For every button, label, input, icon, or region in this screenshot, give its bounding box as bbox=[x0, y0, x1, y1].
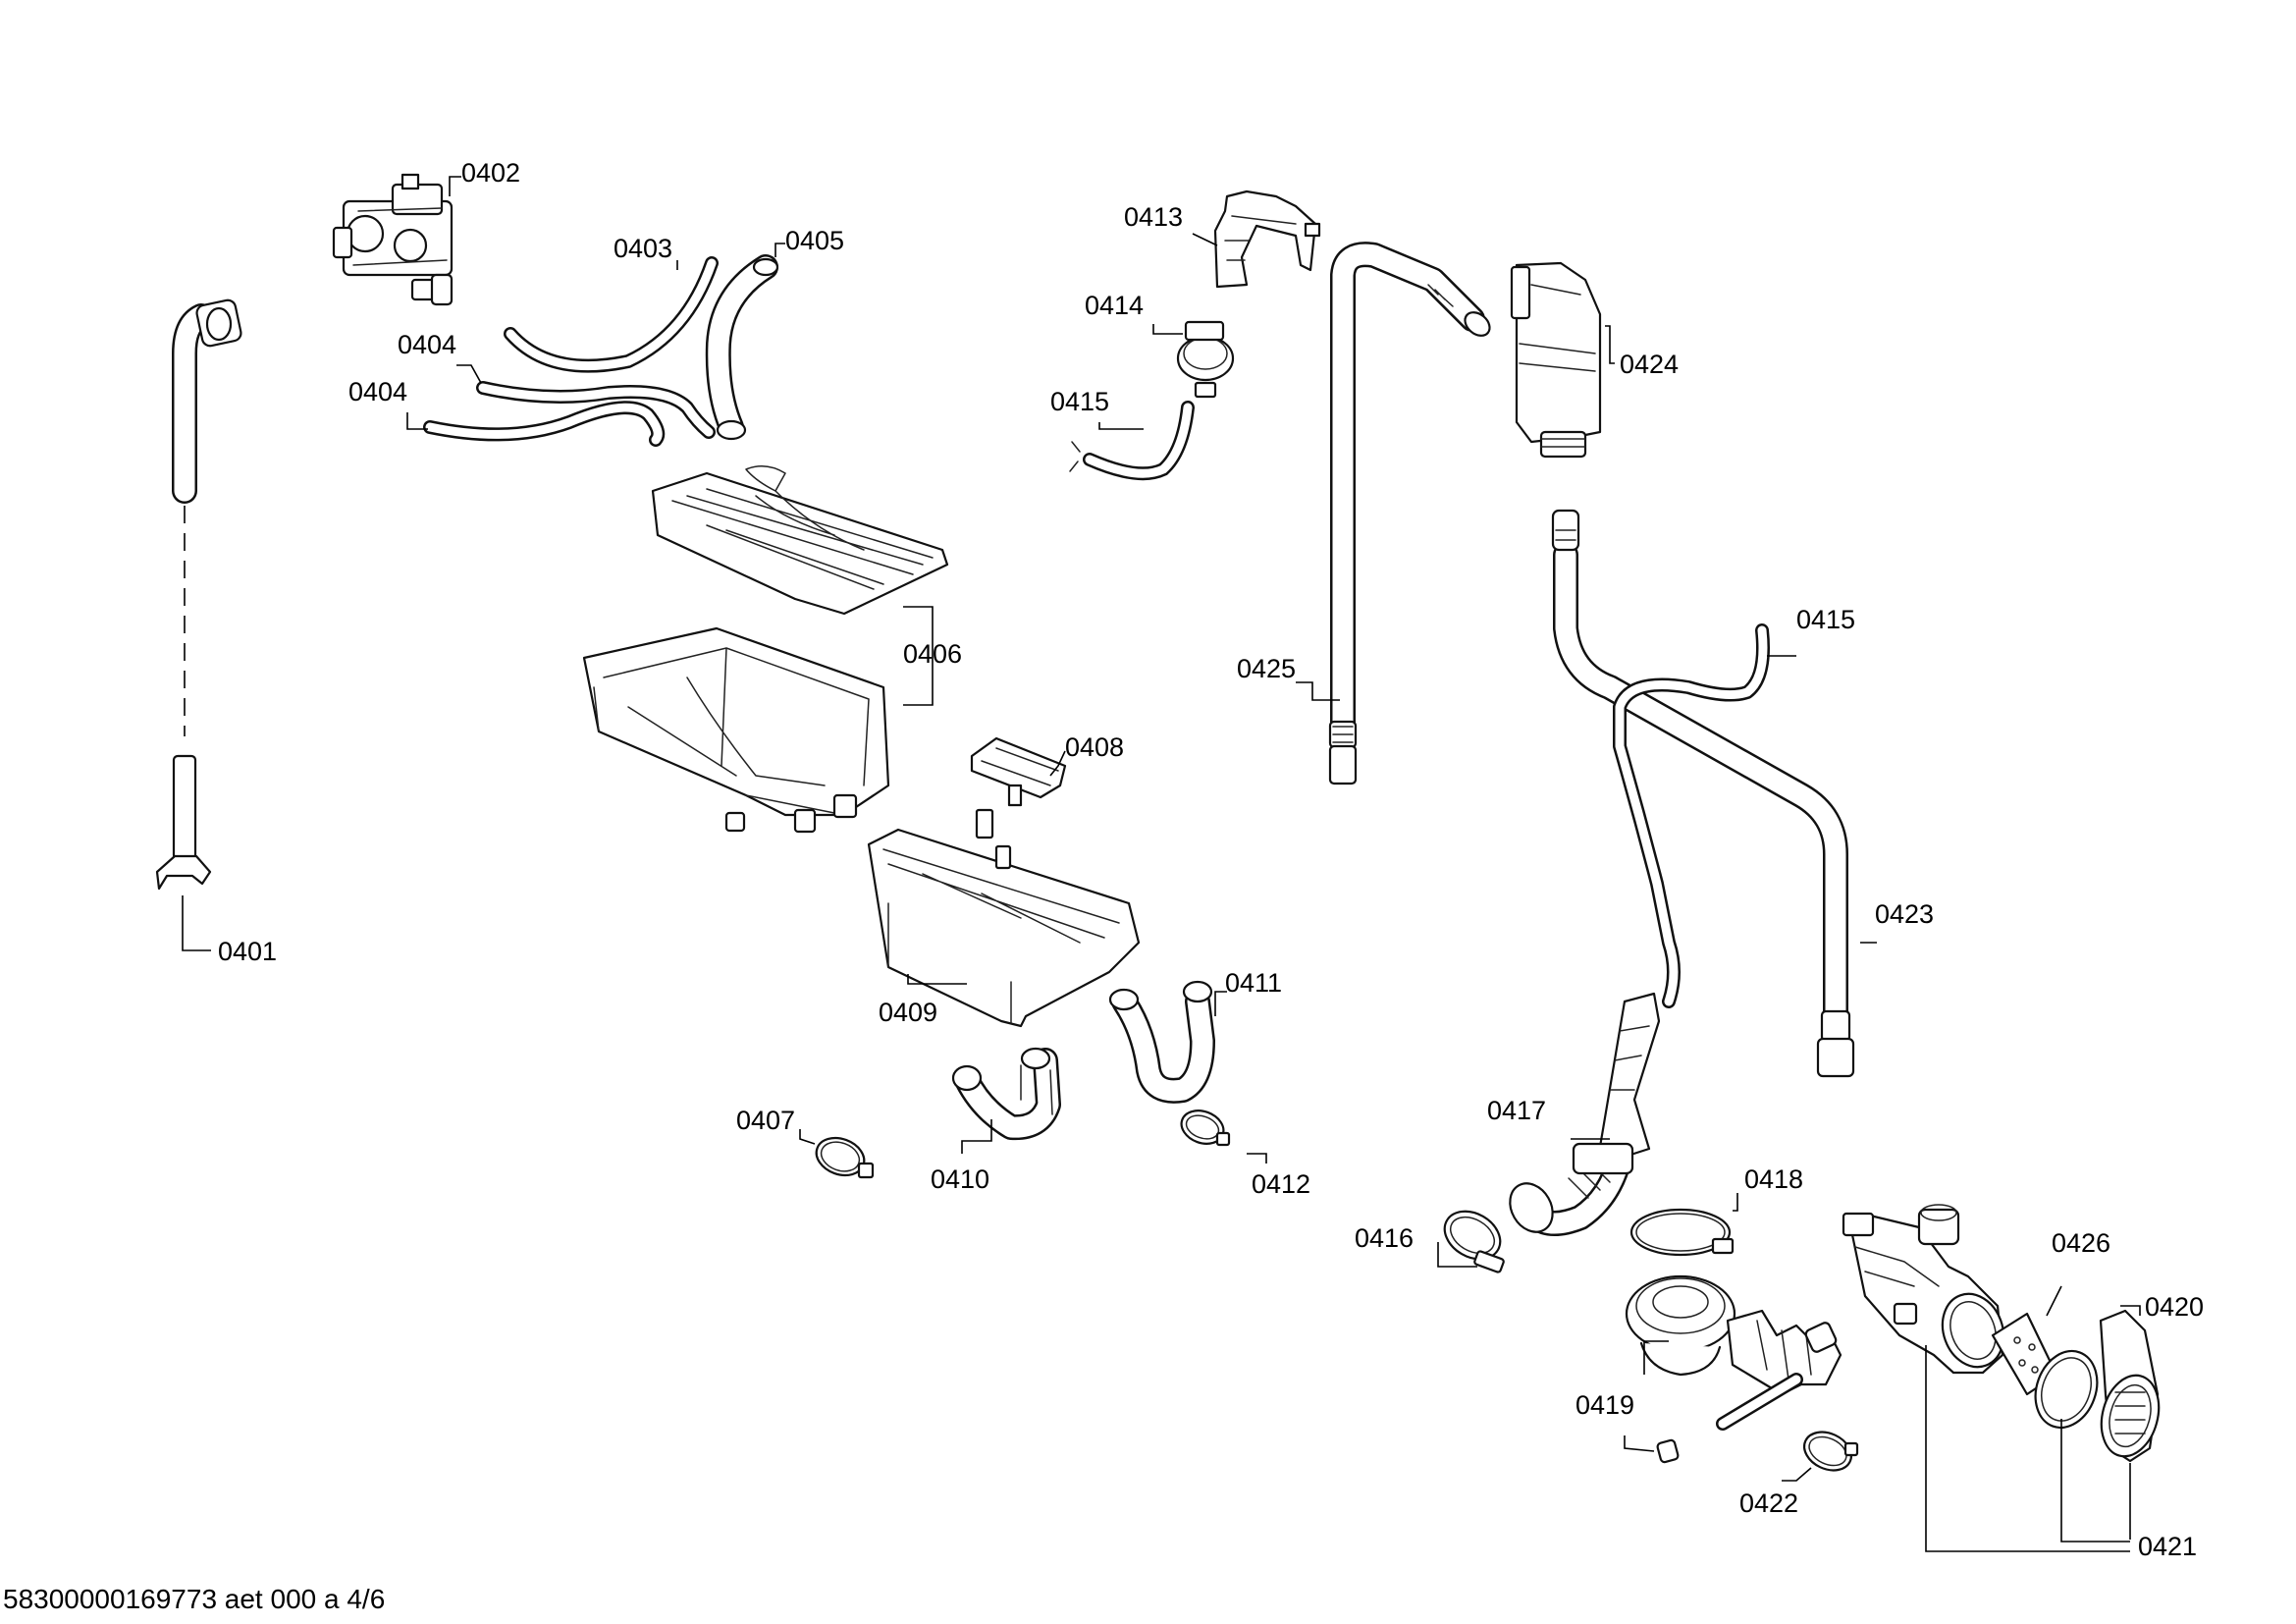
part-0410-hose-elbow bbox=[951, 1047, 1061, 1141]
part-0419-sump-bellows bbox=[1625, 1274, 1842, 1464]
callout-0417: 0417 bbox=[1487, 1096, 1610, 1140]
callout-0410: 0410 bbox=[931, 1119, 992, 1194]
callout-0406: 0406 bbox=[903, 606, 962, 706]
part-0412-hose-clamp bbox=[1180, 1110, 1231, 1147]
callout-0421: 0421 bbox=[1925, 1345, 2197, 1561]
callout-0418: 0418 bbox=[1733, 1164, 1803, 1212]
part-0422-hose-clamp bbox=[1802, 1431, 1859, 1472]
label-0425: 0425 bbox=[1237, 654, 1296, 683]
label-0409: 0409 bbox=[879, 998, 937, 1027]
part-0411-drain-elbow bbox=[1108, 980, 1215, 1104]
part-0401-inlet-pipe bbox=[155, 298, 242, 891]
callout-0424: 0424 bbox=[1605, 325, 1679, 379]
part-0402-inlet-valve bbox=[332, 173, 454, 306]
part-0405-corrugated-hose bbox=[705, 254, 779, 441]
label-0414: 0414 bbox=[1085, 291, 1144, 320]
part-0425-vent-pipe bbox=[1328, 242, 1491, 785]
part-0423-drain-hose bbox=[1551, 509, 1855, 1078]
label-0418: 0418 bbox=[1744, 1164, 1803, 1194]
callout-0415a: 0415 bbox=[1050, 387, 1144, 430]
callout-0414: 0414 bbox=[1085, 291, 1183, 335]
label-0401: 0401 bbox=[218, 937, 277, 966]
label-0404b: 0404 bbox=[348, 377, 407, 406]
part-0418-clamp-ring bbox=[1629, 1208, 1735, 1257]
label-0408: 0408 bbox=[1065, 732, 1124, 762]
part-0413-bracket bbox=[1213, 189, 1321, 289]
label-0412: 0412 bbox=[1252, 1169, 1310, 1199]
callout-0425: 0425 bbox=[1237, 654, 1340, 701]
callout-0413: 0413 bbox=[1124, 202, 1218, 246]
callout-0415b: 0415 bbox=[1767, 605, 1855, 657]
label-0419: 0419 bbox=[1575, 1390, 1634, 1420]
part-0403-hose bbox=[504, 256, 719, 373]
callout-0408: 0408 bbox=[1049, 732, 1124, 777]
callout-0404b: 0404 bbox=[348, 377, 428, 430]
part-0417-sump-hose bbox=[1509, 992, 1661, 1236]
part-0414-pressure-sensor bbox=[1176, 320, 1235, 399]
label-0415a: 0415 bbox=[1050, 387, 1109, 416]
callout-0412: 0412 bbox=[1247, 1153, 1310, 1199]
callout-0422: 0422 bbox=[1739, 1467, 1812, 1518]
label-0416: 0416 bbox=[1355, 1223, 1414, 1253]
part-pump-assembly bbox=[1842, 1204, 2005, 1375]
document-id: 58300000169773 aet 000 a 4/6 bbox=[3, 1584, 385, 1614]
callout-0426: 0426 bbox=[2046, 1228, 2110, 1317]
part-0409-detergent-drawer bbox=[867, 808, 1141, 1028]
callout-0411: 0411 bbox=[1214, 968, 1282, 1016]
part-0415-pressure-hose-lower bbox=[1613, 623, 1770, 1008]
label-0407: 0407 bbox=[736, 1106, 795, 1135]
label-0423: 0423 bbox=[1875, 899, 1934, 929]
part-0415-pressure-hose-upper bbox=[1069, 401, 1195, 481]
callout-0423: 0423 bbox=[1860, 899, 1934, 944]
part-0416-hose-clamp bbox=[1443, 1210, 1505, 1273]
callout-0409: 0409 bbox=[879, 974, 967, 1027]
part-0424-air-trap bbox=[1510, 261, 1602, 459]
callout-0419: 0419 bbox=[1575, 1340, 1669, 1452]
callout-0420: 0420 bbox=[2120, 1292, 2204, 1322]
label-0421: 0421 bbox=[2138, 1532, 2197, 1561]
callout-0401: 0401 bbox=[182, 895, 277, 966]
label-0413: 0413 bbox=[1124, 202, 1183, 232]
callout-0405: 0405 bbox=[774, 226, 844, 257]
label-0426: 0426 bbox=[2052, 1228, 2110, 1258]
label-0406: 0406 bbox=[903, 639, 962, 669]
part-0404-hoses bbox=[423, 381, 716, 447]
label-0424: 0424 bbox=[1620, 350, 1679, 379]
part-0420-0421-filter-and-seal bbox=[2034, 1309, 2161, 1463]
part-0408-siphon-cap bbox=[970, 736, 1067, 807]
callout-0407: 0407 bbox=[736, 1106, 816, 1145]
callout-0403: 0403 bbox=[614, 234, 678, 270]
label-0405: 0405 bbox=[785, 226, 844, 255]
label-0415b: 0415 bbox=[1796, 605, 1855, 634]
label-0404a: 0404 bbox=[398, 330, 456, 359]
part-0406-dispenser-housing bbox=[582, 465, 949, 834]
label-0402: 0402 bbox=[461, 158, 520, 188]
part-0407-hose-clamp bbox=[815, 1136, 875, 1179]
callout-0404a: 0404 bbox=[398, 330, 482, 384]
label-0410: 0410 bbox=[931, 1164, 989, 1194]
label-0420: 0420 bbox=[2145, 1292, 2204, 1322]
label-0417: 0417 bbox=[1487, 1096, 1546, 1125]
callout-0416: 0416 bbox=[1355, 1223, 1477, 1268]
label-0403: 0403 bbox=[614, 234, 672, 263]
callout-0402: 0402 bbox=[449, 158, 520, 196]
label-0411: 0411 bbox=[1225, 968, 1282, 998]
label-0422: 0422 bbox=[1739, 1489, 1798, 1518]
